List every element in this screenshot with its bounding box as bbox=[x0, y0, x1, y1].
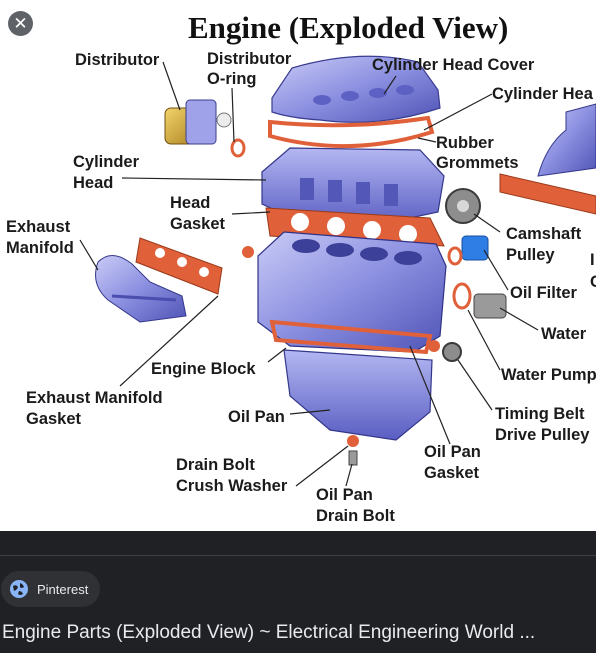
label-water: Water bbox=[541, 325, 587, 343]
label-exhaust-manifold: Exhaust bbox=[6, 218, 71, 236]
camshaft-pulley-part bbox=[445, 188, 481, 224]
source-name: Pinterest bbox=[37, 581, 89, 597]
close-icon: ✕ bbox=[13, 14, 28, 33]
close-button[interactable]: ✕ bbox=[8, 11, 33, 36]
label-water-pump: Water Pump bbox=[501, 366, 596, 384]
source-chip[interactable]: Pinterest bbox=[1, 571, 101, 607]
label-camshaft-pulley-2: Pulley bbox=[506, 246, 555, 264]
label-rubber-grommets-2: Grommets bbox=[436, 154, 519, 172]
label-oil-pan-gasket-2: Gasket bbox=[424, 464, 480, 482]
label-exhaust-manifold-2: Manifold bbox=[6, 239, 74, 257]
label-oil-pan-drain-bolt: Oil Pan bbox=[316, 486, 373, 504]
label-cylinder-head: Cylinder bbox=[73, 153, 140, 171]
label-oil-filter: Oil Filter bbox=[510, 284, 578, 302]
label-exhaust-manifold-gasket-2: Gasket bbox=[26, 410, 82, 428]
cylinder-head-cover-part bbox=[271, 55, 441, 123]
label-head-gasket: Head bbox=[170, 194, 210, 212]
block-plug-part bbox=[242, 246, 254, 258]
image-viewer: Engine (Exploded View) bbox=[0, 0, 596, 531]
label-engine-block: Engine Block bbox=[151, 360, 256, 378]
label-camshaft-pulley: Camshaft bbox=[506, 225, 582, 243]
label-distributor: Distributor bbox=[75, 51, 160, 69]
label-drain-bolt-crush-washer-2: Crush Washer bbox=[176, 477, 288, 495]
label-oil-pan-gasket: Oil Pan bbox=[424, 443, 481, 461]
label-cylinder-head-2: Head bbox=[73, 174, 113, 192]
label-drain-bolt-crush-washer: Drain Bolt bbox=[176, 456, 255, 474]
label-cylinder-head-cover: Cylinder Head Cover bbox=[372, 56, 535, 74]
cylinder-head-part bbox=[261, 147, 445, 227]
timing-belt-pulley-part bbox=[428, 340, 462, 362]
leader-lines bbox=[79, 61, 539, 487]
intake-manifold-part bbox=[499, 103, 596, 215]
oil-pan-gasket-part bbox=[269, 319, 433, 355]
diagram-title: Engine (Exploded View) bbox=[188, 10, 508, 45]
oil-filter-part bbox=[447, 235, 489, 266]
drain-bolt-part bbox=[347, 435, 359, 466]
label-exhaust-manifold-gasket: Exhaust Manifold bbox=[26, 389, 163, 407]
divider bbox=[0, 555, 596, 556]
label-timing-belt-drive-pulley: Timing Belt bbox=[495, 405, 585, 423]
globe-icon bbox=[10, 580, 28, 598]
distributor-part bbox=[164, 99, 246, 158]
oil-pan-part bbox=[283, 349, 433, 441]
engine-exploded-diagram: Engine (Exploded View) bbox=[6, 10, 596, 525]
label-oil-pan-drain-bolt-2: Drain Bolt bbox=[316, 507, 395, 525]
exhaust-manifold-part bbox=[95, 255, 187, 323]
label-timing-belt-drive-pulley-2: Drive Pulley bbox=[495, 426, 590, 444]
label-edge-fragment-2: C bbox=[590, 273, 596, 291]
image-caption-link[interactable]: Engine Parts (Exploded View) ~ Electrica… bbox=[2, 622, 536, 643]
rubber-grommets-gasket-part bbox=[268, 115, 435, 149]
label-distributor-oring-2: O-ring bbox=[207, 70, 257, 88]
label-distributor-oring: Distributor bbox=[207, 50, 292, 68]
label-cylinder-head-gasket: Cylinder Hea bbox=[492, 85, 594, 103]
label-rubber-grommets: Rubber bbox=[436, 134, 494, 152]
exhaust-manifold-gasket-part bbox=[135, 237, 223, 295]
water-pump-part bbox=[473, 293, 507, 319]
label-edge-fragment-1: I bbox=[590, 251, 595, 269]
engine-block-part bbox=[257, 231, 447, 353]
image-info-panel: Pinterest Engine Parts (Exploded View) ~… bbox=[0, 531, 596, 653]
water-pump-gasket-part bbox=[452, 282, 472, 310]
label-oil-pan: Oil Pan bbox=[228, 408, 285, 426]
label-head-gasket-2: Gasket bbox=[170, 215, 226, 233]
